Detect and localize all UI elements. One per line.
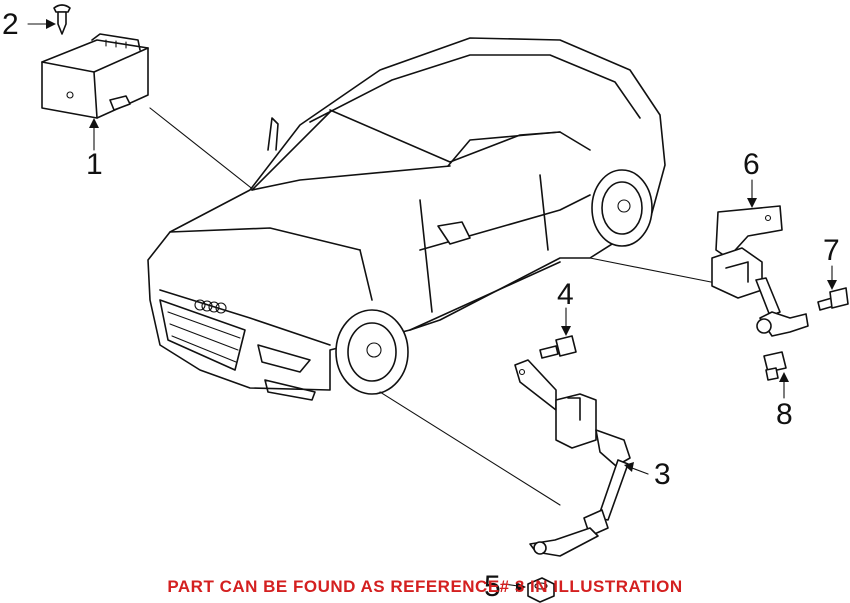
callout-6: 6	[743, 148, 760, 181]
callout-5: 5	[484, 570, 501, 603]
leader-line-8	[779, 372, 789, 399]
rear-level-sensor-part[interactable]	[711, 205, 809, 337]
callout-3: 3	[654, 458, 671, 491]
leader-line-6	[747, 179, 757, 208]
reference-line-rear-sensor	[589, 257, 717, 284]
leader-line-5	[503, 582, 526, 592]
leader-line-1	[89, 118, 99, 151]
bolt-part-7[interactable]	[817, 287, 849, 311]
callout-2: 2	[2, 8, 19, 41]
leader-line-2	[27, 19, 56, 29]
front-level-sensor-part[interactable]	[514, 359, 631, 557]
callout-4: 4	[557, 278, 574, 311]
push-rivet-part[interactable]	[53, 4, 71, 35]
brand-rings-logo	[194, 299, 227, 314]
control-module-part[interactable]	[41, 33, 149, 119]
bolt-part-4[interactable]	[539, 335, 577, 359]
reference-line-front-sensor	[379, 391, 561, 506]
leader-line-3	[624, 462, 649, 475]
vehicle-outline	[147, 37, 666, 401]
callout-7: 7	[823, 234, 840, 267]
nut-part-5[interactable]	[527, 577, 555, 603]
bolt-part-8[interactable]	[763, 351, 787, 381]
callout-8: 8	[776, 398, 793, 431]
callout-1: 1	[86, 148, 103, 181]
leader-line-7	[827, 265, 837, 290]
leader-line-4	[561, 307, 571, 336]
reference-note: PART CAN BE FOUND AS REFERENCE# 3 IN ILL…	[167, 577, 683, 596]
